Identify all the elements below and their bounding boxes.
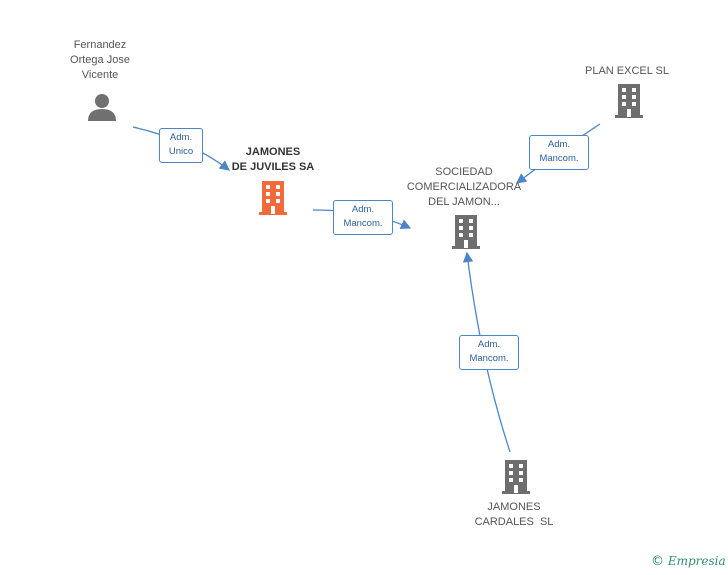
sociedad-name-line1: SOCIEDAD [435, 166, 493, 178]
cardales-name-line1: JAMONES [487, 501, 541, 513]
sociedad-name-line3: DEL JAMON... [428, 196, 500, 208]
edge-label-main-sociedad: Adm. Mancom. [333, 200, 393, 235]
cardales-name-line2: CARDALES SL [474, 516, 554, 528]
copyright-icon: © [651, 554, 664, 569]
plan-excel-name[interactable]: PLAN EXCEL SL [585, 65, 669, 77]
edge-label-line2: Mancom. [343, 218, 383, 229]
person-name-line1: Fernandez [73, 39, 127, 51]
cardales-name[interactable]: JAMONES CARDALES SL [459, 500, 569, 530]
edge-label-line1: Adm. [351, 204, 375, 215]
edge-label-cardales-sociedad: Adm. Mancom. [459, 335, 519, 370]
person-name-line3: Vicente [81, 69, 119, 81]
edge-label-adm-unico: Adm. Unico [159, 128, 203, 163]
brand-watermark[interactable]: © Empresia [651, 554, 726, 569]
building-icon-cardales[interactable] [500, 459, 532, 495]
main-company-name-line1: JAMONES [245, 146, 301, 158]
main-company-name-line2: DE JUVILES SA [231, 161, 315, 173]
edge-label-line2: Mancom. [469, 353, 509, 364]
person-name-line2: Ortega Jose [70, 54, 130, 66]
edge-label-line2: Mancom. [539, 153, 579, 164]
person-icon[interactable] [87, 92, 117, 122]
edge-label-line2: Unico [168, 146, 194, 157]
building-icon-plan-excel[interactable] [613, 83, 645, 119]
sociedad-name[interactable]: SOCIEDAD COMERCIALIZADORA DEL JAMON... [400, 165, 528, 210]
edge-label-plan-sociedad: Adm. Mancom. [529, 135, 589, 170]
building-icon-sociedad[interactable] [450, 214, 482, 250]
edge-label-line1: Adm. [547, 139, 571, 150]
person-name[interactable]: Fernandez Ortega Jose Vicente [50, 38, 150, 83]
brand-name: Empresia [667, 554, 726, 568]
sociedad-name-line2: COMERCIALIZADORA [406, 181, 522, 193]
main-company-name[interactable]: JAMONES DE JUVILES SA [218, 145, 328, 175]
edge-label-line1: Adm. [169, 132, 193, 143]
building-icon-main[interactable] [257, 180, 289, 216]
edge-label-line1: Adm. [477, 339, 501, 350]
